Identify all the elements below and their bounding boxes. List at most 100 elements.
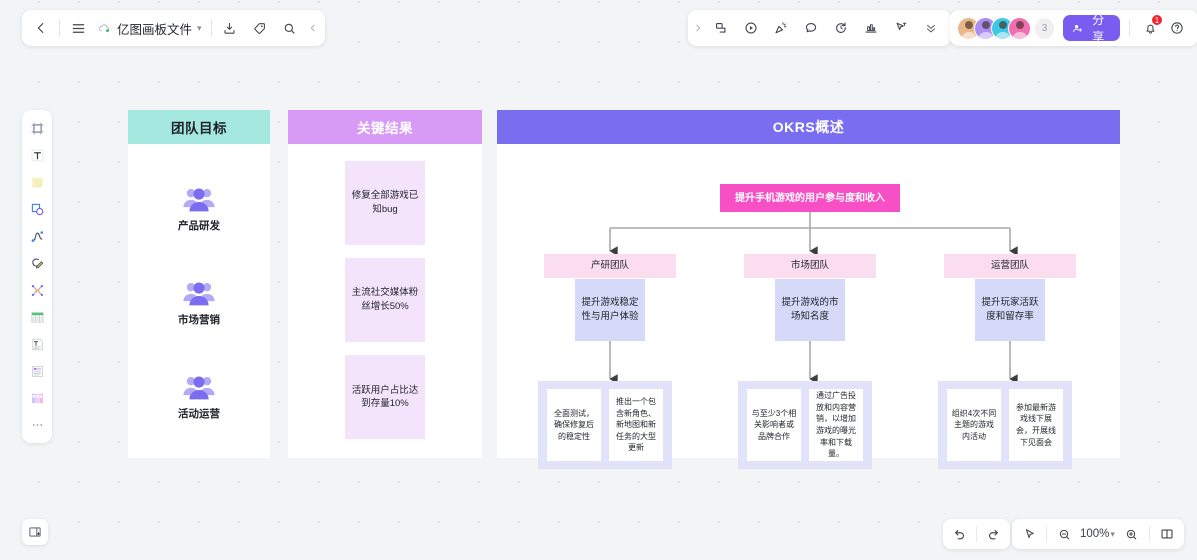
pointer-tool-button[interactable]	[1016, 521, 1042, 547]
divider	[210, 19, 212, 37]
list-item[interactable]: 产品研发	[178, 186, 220, 233]
pages-button[interactable]	[1154, 521, 1180, 547]
more-tool[interactable]	[24, 412, 50, 438]
divider	[1128, 19, 1130, 37]
text-tool[interactable]	[24, 142, 50, 168]
board-okrs-overview[interactable]: OKRS概述 提升手机游戏的用户参与度和收入 产研团队 提升游戏稳定性与用户	[497, 110, 1120, 469]
share-person-icon	[1073, 24, 1082, 32]
key-results-list: 修复全部游戏已知bug 主流社交媒体粉丝增长50% 活跃用户占比达到存量10%	[288, 144, 482, 458]
divider	[59, 19, 60, 37]
zoom-out-button[interactable]	[1051, 521, 1077, 547]
okr-leaf-node[interactable]: 推出一个包含新角色、新地图和新任务的大型更新	[609, 389, 663, 461]
avatar[interactable]	[1008, 16, 1031, 40]
frame-tool[interactable]	[24, 115, 50, 141]
history-bar	[943, 519, 1010, 549]
okr-leaf-group: 全面测试，确保修复后的稳定性 推出一个包含新角色、新地图和新任务的大型更新	[538, 381, 672, 469]
shape-tool[interactable]	[24, 196, 50, 222]
list-item[interactable]: 活动运营	[178, 374, 220, 421]
ellipsis-icon	[32, 424, 42, 426]
key-result-card[interactable]: 主流社交媒体粉丝增长50%	[345, 257, 425, 342]
left-tool-rail	[22, 110, 52, 443]
chevrons-down-icon	[926, 24, 936, 33]
divider	[1046, 526, 1047, 542]
follow-tool-button[interactable]	[886, 13, 916, 43]
undo-button[interactable]	[946, 521, 972, 547]
okr-leaf-node[interactable]: 通过广告投放和内容营销，以增加游戏的曝光率和下载量。	[809, 389, 863, 461]
board-key-results[interactable]: 关键结果 修复全部游戏已知bug 主流社交媒体粉丝增长50% 活跃用户占比达到存…	[288, 110, 482, 458]
sticky-note-tool[interactable]	[24, 169, 50, 195]
curve-line-icon	[31, 230, 43, 242]
okr-leaf-node[interactable]: 全面测试，确保修复后的稳定性	[547, 389, 601, 461]
doc-tool[interactable]	[24, 331, 50, 357]
play-circle-icon	[745, 22, 757, 34]
chevron-down-icon: ▾	[197, 22, 202, 33]
top-center-toolbar	[688, 10, 951, 46]
list-item-label: 市场营销	[178, 313, 220, 326]
list-item-label: 产品研发	[178, 219, 220, 232]
table-tool[interactable]	[24, 304, 50, 330]
top-left-toolbar: 亿图画板文件 ▾	[22, 10, 325, 46]
okr-connectors	[609, 212, 1018, 384]
okr-leaf-group: 与至少3个相关影响者或品牌合作 通过广告投放和内容营销，以增加游戏的曝光率和下载…	[738, 381, 872, 469]
menu-button[interactable]	[63, 13, 93, 43]
okr-leaf-node[interactable]: 参加最新游戏线下展会，开展线下见面会	[1009, 389, 1063, 461]
chevron-down-icon[interactable]: ▾	[1110, 528, 1115, 539]
search-button[interactable]	[275, 13, 305, 43]
board-team-goals[interactable]: 团队目标 产品研发 市场营销	[128, 110, 270, 458]
notifications-button[interactable]: 1	[1137, 13, 1164, 43]
zoom-in-button[interactable]	[1119, 521, 1145, 547]
panel-toggle-button[interactable]	[22, 519, 48, 545]
list-tool[interactable]	[24, 358, 50, 384]
okr-objective-node[interactable]: 提升游戏的市场知名度	[775, 279, 845, 341]
zoom-in-plus-icon	[1127, 529, 1137, 539]
cloud-synced-icon	[98, 23, 110, 32]
file-name-label: 亿图画板文件	[117, 22, 193, 37]
key-result-card[interactable]: 活跃用户占比达到存量10%	[345, 355, 425, 440]
okr-leaf-node[interactable]: 组织4次不同主题的游戏内活动	[947, 389, 1001, 461]
back-button[interactable]	[26, 13, 56, 43]
okr-leaf-node[interactable]: 与至少3个相关影响者或品牌合作	[747, 389, 801, 461]
timer-tool-button[interactable]	[826, 13, 856, 43]
zoom-level-label[interactable]: 100%	[1080, 528, 1110, 540]
comment-tool-button[interactable]	[796, 13, 826, 43]
share-button[interactable]: 分享	[1062, 13, 1120, 44]
pen-tool[interactable]	[24, 250, 50, 276]
okr-objective-node[interactable]: 提升游戏稳定性与用户体验	[575, 279, 645, 341]
okr-team-node[interactable]: 产研团队	[544, 254, 676, 278]
zoom-bar: 100% ▾	[1012, 519, 1184, 549]
connector-tool[interactable]	[24, 277, 50, 303]
lock-tool-button[interactable]	[706, 13, 736, 43]
download-save-icon	[224, 22, 235, 34]
vote-tool-button[interactable]	[856, 13, 886, 43]
key-result-card[interactable]: 修复全部游戏已知bug	[345, 160, 425, 245]
okr-team-node[interactable]: 运营团队	[944, 254, 1076, 278]
collapse-toolbar-button[interactable]	[305, 13, 321, 43]
list-item-label: 活动运营	[178, 407, 220, 420]
line-tool[interactable]	[24, 223, 50, 249]
redo-button[interactable]	[981, 521, 1007, 547]
file-name-chip[interactable]: 亿图画板文件 ▾	[93, 13, 208, 43]
notification-badge: 1	[1150, 14, 1163, 26]
sticky-note-icon	[31, 177, 43, 188]
present-tool-button[interactable]	[736, 13, 766, 43]
shapes-icon	[31, 203, 43, 215]
undo-arrow-icon	[955, 529, 964, 540]
chevron-left-icon	[310, 24, 315, 32]
okr-root-node[interactable]: 提升手机游戏的用户参与度和收入	[720, 184, 900, 212]
text-document-icon	[31, 338, 43, 350]
okr-objective-node[interactable]: 提升玩家活跃度和留存率	[975, 279, 1045, 341]
expand-toolbar-button[interactable]	[690, 13, 706, 43]
help-button[interactable]	[1164, 13, 1191, 43]
list-item[interactable]: 市场营销	[178, 280, 220, 327]
celebrate-tool-button[interactable]	[766, 13, 796, 43]
team-group-icon	[183, 375, 215, 399]
more-tools-button[interactable]	[916, 13, 946, 43]
tag-button[interactable]	[245, 13, 275, 43]
columns-tool[interactable]	[24, 385, 50, 411]
connector-icon	[31, 284, 43, 296]
okr-team-node[interactable]: 市场团队	[744, 254, 876, 278]
zoom-out-minus-icon	[1059, 529, 1069, 539]
team-group-icon	[183, 187, 215, 211]
confetti-icon	[775, 22, 787, 34]
save-button[interactable]	[215, 13, 245, 43]
